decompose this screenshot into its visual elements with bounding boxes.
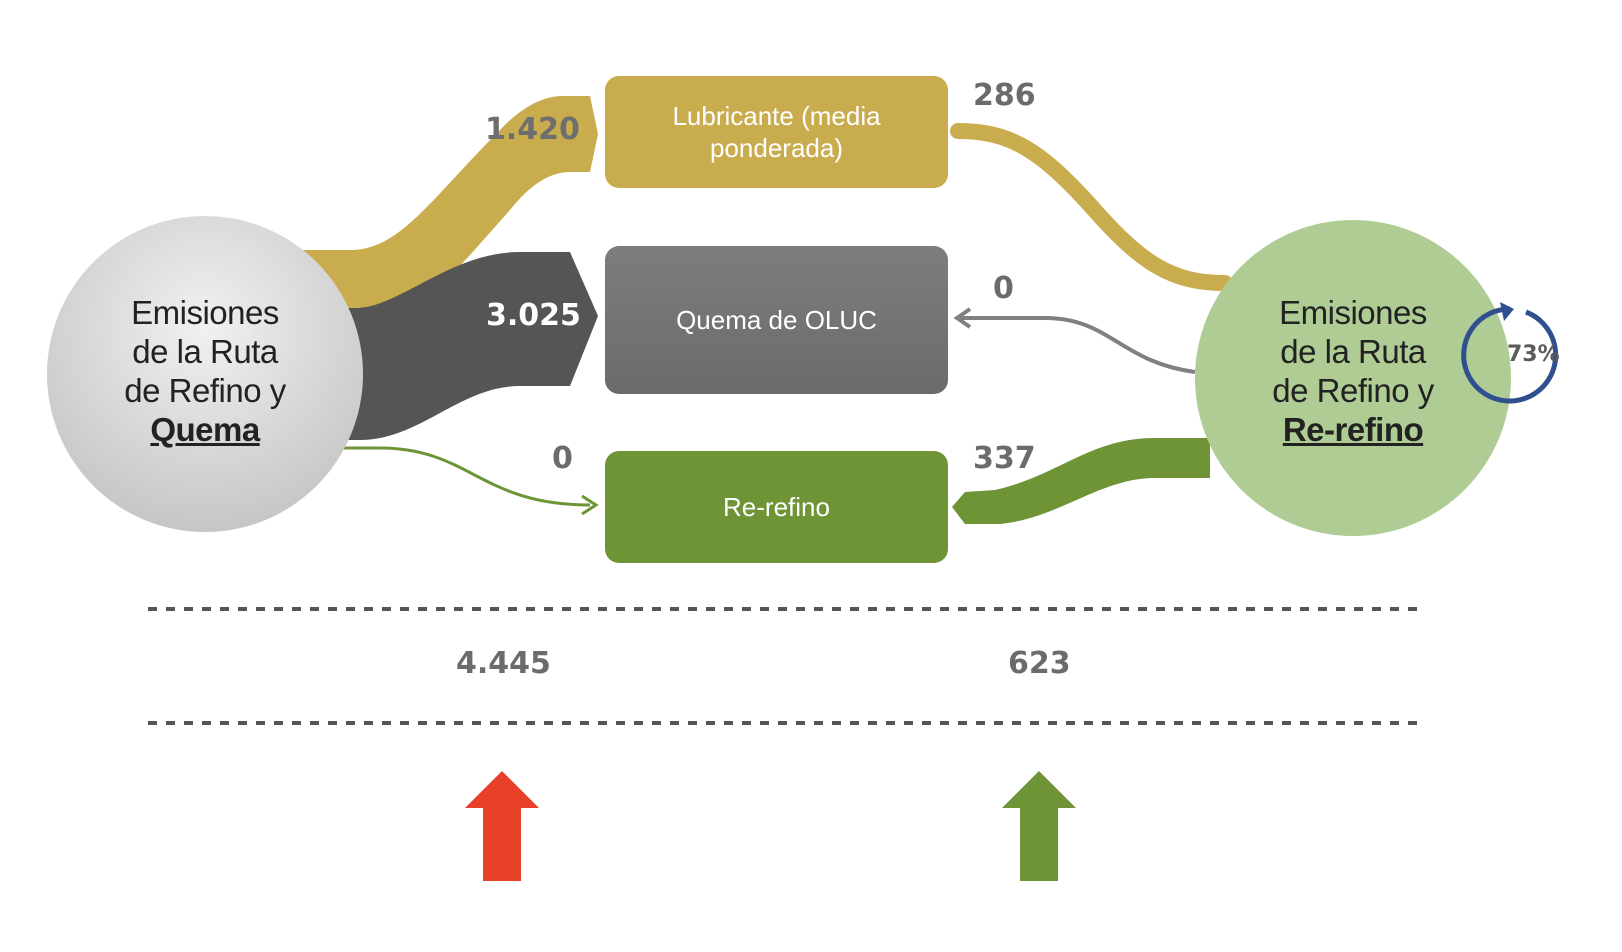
right-circle-line-3: de Refino y <box>1272 372 1434 409</box>
flow-right-rerefino <box>952 438 1210 524</box>
box-quema-label: Quema de OLUC <box>676 305 877 335</box>
percent-ring-arrow-icon <box>1500 302 1514 321</box>
left-circle-bold: Quema <box>150 411 260 448</box>
box-rerefino <box>605 451 948 563</box>
right-circle <box>1195 220 1511 536</box>
left-circle-label: Emisiones de la Ruta de Refino y Quema <box>85 293 325 449</box>
right-circle-label: Emisiones de la Ruta de Refino y Re-refi… <box>1233 293 1473 449</box>
percent-ring <box>1461 306 1559 404</box>
right-circle-bold: Re-refino <box>1282 411 1424 448</box>
flow-right-lubricante <box>950 123 1233 291</box>
value-left-lubricante: 1.420 <box>485 112 580 147</box>
value-right-lubricante: 286 <box>973 78 1036 113</box>
left-circle-line-3: de Refino y <box>124 372 286 409</box>
red-up-arrow-icon <box>465 771 539 881</box>
left-circle <box>47 216 363 532</box>
value-right-quema: 0 <box>993 271 1014 306</box>
total-right: 623 <box>1008 646 1071 681</box>
arrow-left-rerefino <box>581 494 599 516</box>
flow-left-lubricante <box>300 96 598 310</box>
percent-label: 73% <box>1507 342 1560 367</box>
right-circle-line-1: Emisiones <box>1279 294 1427 331</box>
value-left-quema: 3.025 <box>486 298 581 333</box>
right-circle-line-2: de la Ruta <box>1280 333 1426 370</box>
flow-right-quema <box>960 316 1196 374</box>
box-lubricante-label: Lubricante (media ponderada) <box>672 101 881 163</box>
total-left: 4.445 <box>456 646 551 681</box>
value-right-rerefino: 337 <box>973 441 1036 476</box>
arrow-right-quema <box>953 307 972 329</box>
box-rerefino-label: Re-refino <box>723 492 830 522</box>
flow-left-quema <box>320 252 598 440</box>
left-circle-line-1: Emisiones <box>131 294 279 331</box>
flow-left-rerefino <box>330 446 591 507</box>
left-circle-line-2: de la Ruta <box>132 333 278 370</box>
box-quema <box>605 246 948 394</box>
green-up-arrow-icon <box>1002 771 1076 881</box>
box-lubricante <box>605 76 948 188</box>
value-left-rerefino: 0 <box>552 441 573 476</box>
